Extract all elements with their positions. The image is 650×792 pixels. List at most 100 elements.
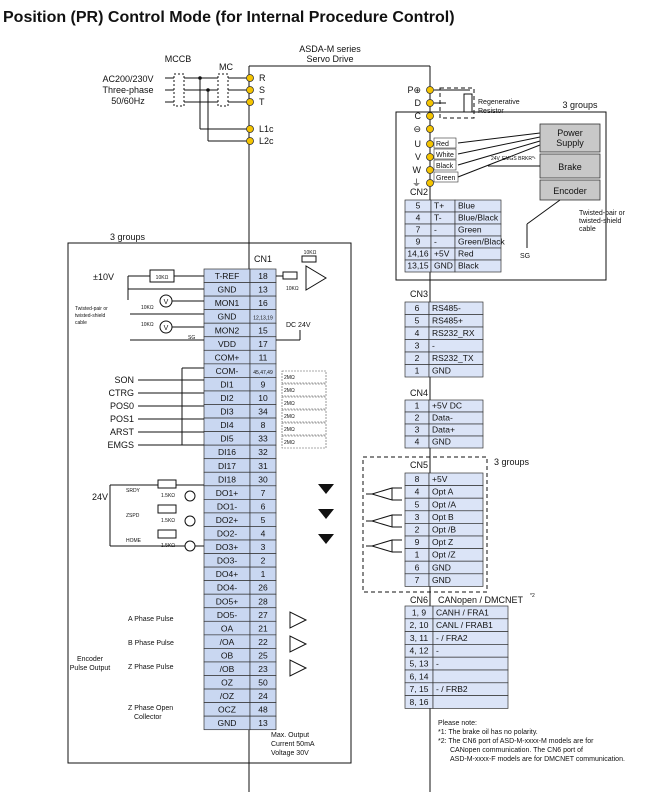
svg-text:1.5KΩ: 1.5KΩ [161,493,175,499]
cn5-cell: 8 [415,474,420,484]
mccb-label: MCCB [165,54,192,64]
cn3-cell-bg [428,364,484,378]
cn6-cell-bg [432,644,509,658]
max-output-2: Current 50mA [271,741,315,748]
terminal-c-label: C [415,111,422,121]
supply-line3: 50/60Hz [111,96,145,106]
cn1-signal-name: DI4 [220,420,234,430]
v24-label: 24V [92,492,108,502]
svg-text:Power: Power [557,128,583,138]
cn1-pulse-outputs: A Phase Pulse B Phase Pulse Z Phase Puls… [70,611,315,757]
cn1-pin-number: 6 [261,501,266,511]
terminal-v-label: V [415,152,421,162]
cn1-pin-number: 13 [258,718,268,728]
cn2-cell: T- [434,213,442,223]
cn6-header-note: *2 [530,593,535,599]
svg-text:2MΩ: 2MΩ [284,427,295,433]
svg-text:2MΩ: 2MΩ [284,388,295,394]
terminal-l1c-label: L1c [259,124,274,134]
svg-text:10KΩ: 10KΩ [141,322,154,328]
cn1-pin-number: 31 [258,461,268,471]
cn1-pin-number: 16 [258,298,268,308]
svg-text:Twisted-pair or: Twisted-pair or [75,306,108,312]
svg-text:cable: cable [75,320,87,326]
cn1-title: CN1 [254,254,272,264]
terminal-s-label: S [259,85,265,95]
cn2-cell: 7 [416,225,421,235]
terminal-u-label: U [415,139,422,149]
cn3-cell: - [432,341,435,351]
cn5-cell: 5 [415,499,420,509]
cn2-cell: Green [458,225,482,235]
cn6-cell: 4, 12 [410,646,429,656]
cn2-cell: Green/Black [458,237,506,247]
svg-text:twisted-shield: twisted-shield [579,218,622,225]
cn1-signal-name: DI17 [218,461,236,471]
cn1-signal-name: DI3 [220,407,234,417]
cn1-signal-name: DO5- [217,610,237,620]
cn6-cell: CANL / FRAB1 [436,620,493,630]
svg-text:SG: SG [520,253,530,260]
do-home: HOME [126,538,142,544]
motor-encoder-box [539,179,601,201]
cn3-cell: 1 [415,366,420,376]
cn5-cell: Opt /A [432,499,456,509]
pulse-b-label: B Phase Pulse [128,640,174,647]
cn5-cell: Opt /Z [432,550,456,560]
cn5-cell: 2 [415,525,420,535]
cn1-pin-number: 21 [258,623,268,633]
max-output-3: Voltage 30V [271,750,309,757]
terminal-l1c [246,125,254,133]
cn1-pin-number: 25 [258,650,268,660]
cn1-signal-name: DO5+ [216,596,238,606]
cn1-pin-number: 12,13,19 [253,316,273,322]
cn1-pin-number: 22 [258,637,268,647]
svg-text:Supply: Supply [556,138,584,148]
cn1-pin-number: 10 [258,393,268,403]
input-arst: ARST [110,427,135,437]
cn6-cell: 5, 13 [410,659,429,669]
cn2-cell: 13,15 [407,261,429,271]
cn5-cell: 6 [415,562,420,572]
cn1-signal-name: DI5 [220,434,234,444]
dc24-label: DC 24V [286,322,311,329]
cn6-title: CN6 [410,595,428,605]
cn5-cell: 4 [415,487,420,497]
svg-text:Twisted-pair or: Twisted-pair or [579,210,626,217]
cn1-signal-name: OA [221,623,234,633]
cn1-pin-number: 4 [261,529,266,539]
cn4-cell: 4 [415,437,420,447]
cn6-cell: 1, 9 [412,607,426,617]
svg-text:1.5KΩ: 1.5KΩ [161,518,175,524]
cn1-signal-name: DO3+ [216,542,238,552]
cn1-signal-name: DO3- [217,556,237,566]
cn6-cell-bg [432,695,509,709]
cn2-cell: Blue [458,201,475,211]
cn1-signal-name: DI16 [218,447,236,457]
cn4-cell: 2 [415,413,420,423]
cn3-title: CN3 [410,289,428,299]
cn1-pin-number: 26 [258,583,268,593]
svg-text:Encoder: Encoder [553,186,587,196]
cn1-signal-name: OB [221,650,234,660]
cn1-pin-number: 34 [258,407,268,417]
cn2-cell: - [434,225,437,235]
terminal-r [246,74,254,82]
svg-text:cable: cable [579,226,596,233]
svg-text:10KΩ: 10KΩ [141,305,154,311]
input-son: SON [114,375,134,385]
cn2-cell: 5 [416,201,421,211]
cn3-cell: 5 [415,316,420,326]
cn5-cell: 7 [415,575,420,585]
cn2-cell: Red [458,249,474,259]
cn1-pin-number: 28 [258,596,268,606]
cn1-signal-name: GND [218,285,237,295]
terminal-r-label: R [259,73,266,83]
do-zspd: ZSPD [126,513,140,519]
cn1-signal-name: /OA [220,637,235,647]
motor-groups-label: 3 groups [562,100,598,110]
cn1-digital-outputs: 24V SRDY ZSPD HOME 1.5KΩ 1.5KΩ 1.5KΩ [92,479,334,552]
terminal-w-label: W [413,165,422,175]
cn1-signal-name: /OB [220,664,235,674]
